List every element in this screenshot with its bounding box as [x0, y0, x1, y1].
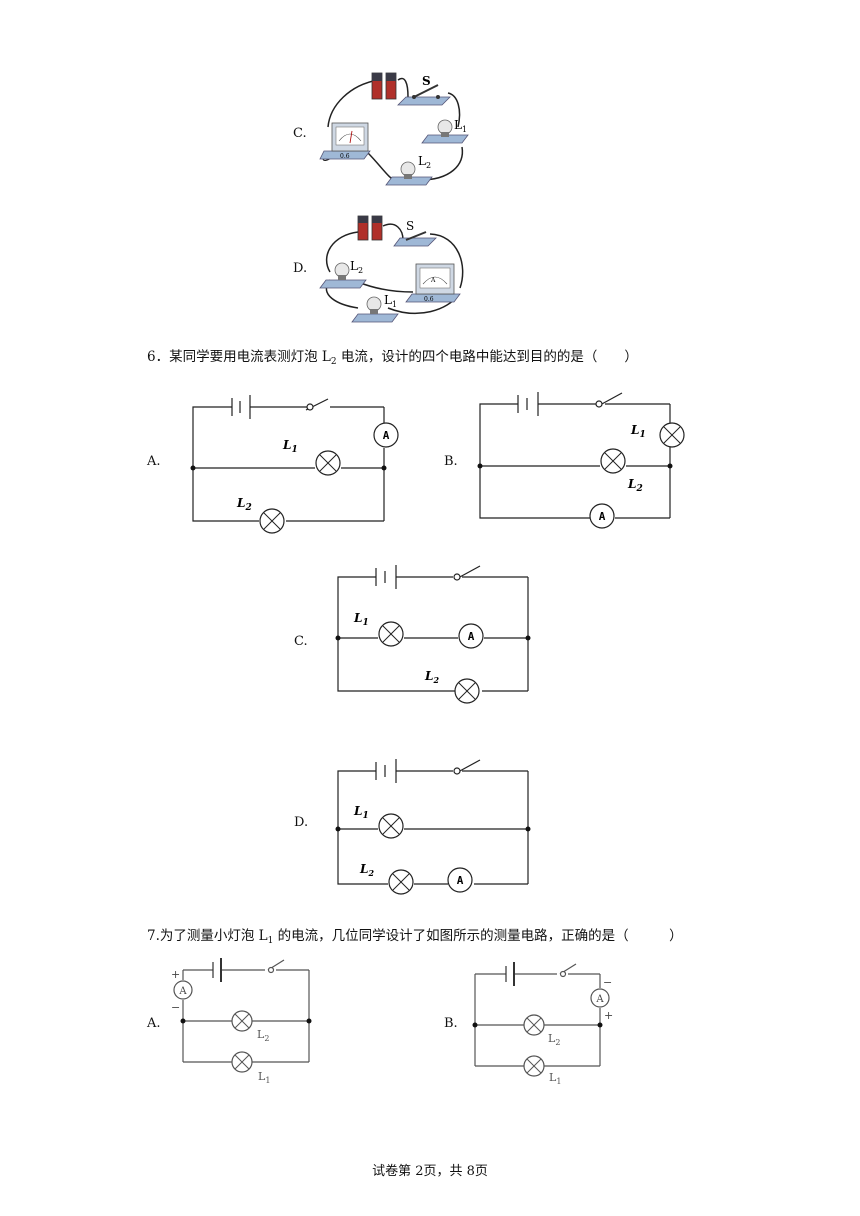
bulb-l1-icon — [351, 296, 399, 323]
q6-text-after: 电流，设计的四个电路中能达到目的的是（ ） — [336, 349, 638, 365]
svg-text:L1: L1 — [630, 423, 646, 440]
svg-text:L1: L1 — [549, 1071, 561, 1086]
lamp-l1-icon — [378, 621, 404, 647]
q5-option-c-label: C. — [293, 126, 307, 141]
svg-text:+: + — [171, 968, 180, 981]
svg-text:S: S — [406, 219, 414, 233]
q5-option-d-label: D. — [293, 261, 308, 276]
q6-option-d-label: D. — [294, 815, 309, 830]
svg-text:L2: L2 — [627, 477, 643, 494]
q6-option-a-label: A. — [147, 454, 161, 469]
ammeter-icon: A — [373, 422, 399, 448]
lamp-l1-icon — [231, 1051, 253, 1073]
svg-text:L2: L2 — [350, 259, 363, 275]
q7-option-a-label: A. — [147, 1016, 161, 1031]
svg-text:A: A — [468, 630, 475, 643]
svg-text:A: A — [430, 277, 436, 284]
q6-number: 6． — [147, 349, 170, 365]
page-footer: 试卷第 2页，共 8页 — [372, 1164, 488, 1179]
svg-text:L2: L2 — [548, 1032, 560, 1047]
q5-option-c-figure: S 0.6 L1 L2 — [319, 72, 469, 186]
svg-text:L2: L2 — [418, 154, 431, 170]
q6-text-before: 某同学要用电流表测灯泡 L — [169, 349, 331, 365]
q5-option-d-figure: S L2 A 0.6 L1 — [319, 215, 464, 323]
ammeter-icon: A — [590, 988, 610, 1008]
q7-text-after: 的电流，几位同学设计了如图所示的测量电路，正确的是（ ） — [273, 928, 683, 944]
q7-text-before: 为了测量小灯泡 L — [159, 928, 268, 944]
lamp-l2-icon — [388, 869, 414, 895]
q7-number: 7. — [147, 928, 160, 944]
svg-text:A: A — [178, 986, 187, 997]
ammeter-icon: A — [458, 623, 484, 649]
svg-text:+: + — [604, 1009, 613, 1022]
battery-symbol — [231, 395, 251, 419]
q6-question: 6．某同学要用电流表测灯泡 L2 电流，设计的四个电路中能达到目的的是（ ） — [147, 345, 638, 367]
svg-text:S: S — [422, 74, 431, 88]
ammeter-icon: A — [447, 867, 473, 893]
ammeter-icon: A — [589, 503, 615, 529]
lamp-l1-icon — [378, 813, 404, 839]
svg-text:L1: L1 — [384, 293, 397, 309]
lamp-l2-icon — [259, 508, 285, 534]
svg-text:0.6: 0.6 — [340, 153, 350, 160]
bulb-l2-icon — [385, 161, 433, 186]
svg-text:A: A — [383, 429, 390, 442]
q6-subscript: 2 — [330, 357, 337, 367]
svg-text:L1: L1 — [454, 118, 467, 134]
battery-icon — [357, 215, 383, 241]
switch-icon — [397, 84, 451, 106]
ammeter-icon: 0.6 — [319, 122, 371, 160]
ammeter-icon: A 0.6 — [405, 263, 461, 303]
svg-text:A: A — [595, 994, 604, 1005]
ammeter-icon: A — [173, 980, 193, 1000]
battery-icon — [371, 72, 397, 100]
lamp-l2-icon — [600, 448, 626, 474]
svg-text:L1: L1 — [258, 1070, 270, 1085]
svg-text:L1: L1 — [353, 611, 369, 628]
q6-option-b-label: B. — [444, 454, 458, 469]
svg-text:L1: L1 — [282, 438, 298, 455]
lamp-l1-icon — [659, 422, 685, 448]
lamp-l2-icon — [231, 1010, 253, 1032]
q7-subscript: 1 — [267, 936, 274, 946]
svg-text:−: − — [603, 976, 612, 989]
lamp-l1-icon — [315, 450, 341, 476]
svg-text:L2: L2 — [236, 496, 252, 513]
svg-text:A: A — [457, 874, 464, 887]
lamp-l1-icon — [523, 1055, 545, 1077]
switch-icon — [393, 231, 437, 247]
svg-text:L2: L2 — [359, 862, 374, 878]
svg-text:0.6: 0.6 — [424, 296, 434, 303]
svg-text:A: A — [599, 510, 606, 523]
svg-text:L2: L2 — [257, 1028, 269, 1043]
q6-option-c-label: C. — [294, 634, 308, 649]
q7-option-b-label: B. — [444, 1016, 458, 1031]
svg-text:L2: L2 — [424, 669, 439, 685]
bulb-l1-icon — [421, 119, 469, 144]
bulb-l2-icon — [319, 262, 367, 289]
svg-text:−: − — [171, 1001, 180, 1014]
lamp-l2-icon — [523, 1014, 545, 1036]
svg-text:L1: L1 — [353, 804, 369, 821]
q7-question: 7.为了测量小灯泡 L1 的电流，几位同学设计了如图所示的测量电路，正确的是（ … — [147, 924, 683, 946]
lamp-l2-icon — [454, 678, 480, 704]
